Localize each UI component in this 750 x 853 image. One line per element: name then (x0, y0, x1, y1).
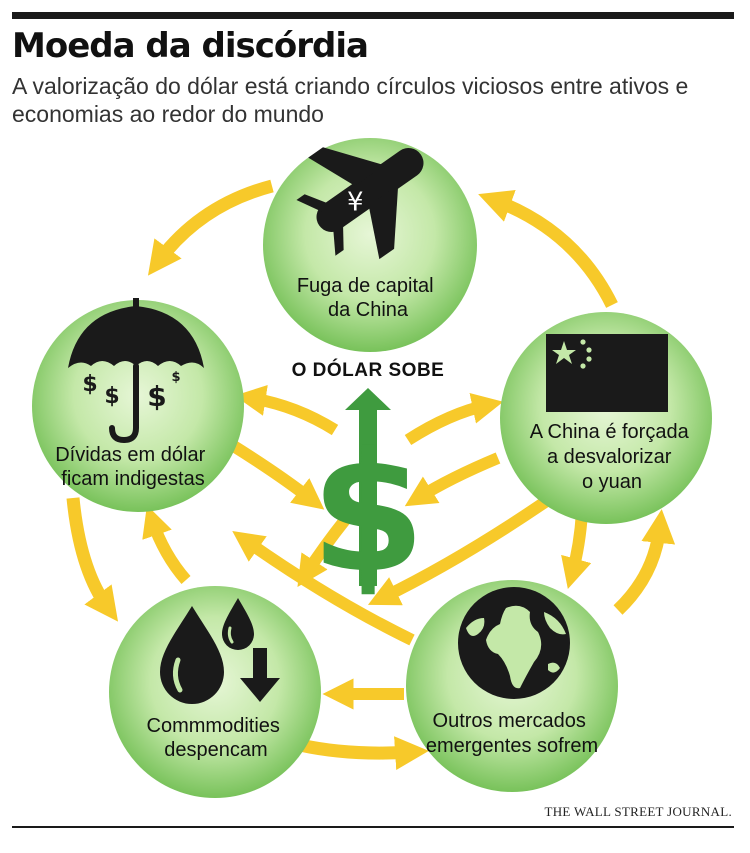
arrow-emerging-to-center (232, 531, 415, 646)
dollar-up-arrow-icon: $ (311, 388, 426, 609)
node-china-devalue: A China é forçada a desvalorizar o yuan (500, 312, 712, 524)
arrow-china-to-emerging-2 (367, 495, 552, 606)
page-subtitle: A valorização do dólar está criando círc… (12, 73, 689, 127)
page-title: Moeda da discórdia (12, 26, 369, 66)
node-circle (263, 138, 477, 352)
arrow-center-to-debt (234, 384, 339, 436)
node-label-commodities: Commmodities despencam (147, 715, 286, 761)
china-flag-icon (546, 334, 668, 412)
node-label-china-devalue: A China é forçada a desvalorizar o yuan (530, 421, 695, 493)
node-label-capital-flight: Fuga de capital da China (297, 275, 439, 321)
outer-cycle-arrows (66, 179, 676, 770)
bottom-rule (12, 826, 734, 828)
svg-text:¥: ¥ (347, 187, 364, 217)
dollar-symbol: $ (311, 417, 426, 609)
node-dollar-debt: $ $ $ $ Dívidas em dólar ficam indigesta… (32, 298, 244, 512)
top-rule (12, 12, 734, 19)
node-capital-flight: ¥ Fuga de capital da China (263, 138, 477, 352)
node-emerging-markets: Outros mercados emergentes sofrem (406, 580, 618, 792)
arrow-emerging-to-china (613, 509, 676, 615)
globe-icon (458, 587, 570, 699)
arrow-commodities-to-debt (142, 505, 191, 584)
arrow-commodities-to-emerging (298, 736, 429, 770)
node-label-dollar-debt: Dívidas em dólar ficam indigestas (55, 444, 211, 490)
center-dollar-rising: O DÓLAR SOBE $ (292, 359, 445, 609)
svg-text:$: $ (82, 372, 97, 397)
airplane-yuan-icon: ¥ (296, 147, 424, 260)
node-label-emerging-markets: Outros mercados emergentes sofrem (426, 710, 598, 757)
node-commodities: Commmodities despencam (109, 586, 321, 798)
svg-text:$: $ (104, 384, 119, 409)
arrow-debt-to-commodities (66, 497, 119, 622)
arrow-capital-to-debt (147, 179, 274, 276)
arrow-china-to-center (404, 452, 501, 507)
arrow-center-to-commodities (297, 516, 350, 588)
arrow-china-to-emerging (561, 511, 592, 590)
inner-arrows (142, 384, 592, 710)
arrow-china-to-capital (478, 190, 618, 308)
center-label: O DÓLAR SOBE (292, 359, 445, 381)
source-credit: THE WALL STREET JOURNAL. (544, 804, 732, 819)
umbrella-dollar-rain-icon: $ $ $ $ (68, 298, 204, 444)
svg-text:$: $ (171, 370, 180, 385)
arrow-debt-to-center (228, 439, 325, 510)
arrow-center-to-china (404, 392, 504, 446)
oil-drops-down-icon (160, 598, 280, 704)
svg-text:$: $ (147, 380, 166, 413)
